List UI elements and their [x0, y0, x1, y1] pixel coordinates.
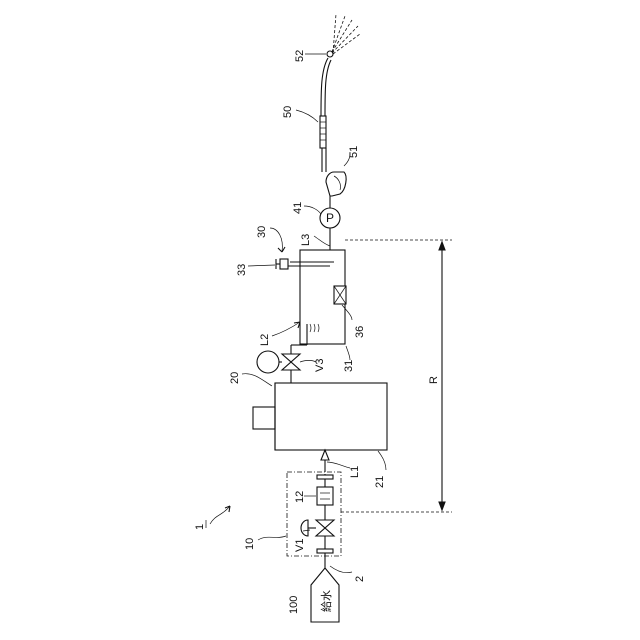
tank-21 [275, 383, 387, 450]
label-v3: V3 [314, 359, 326, 372]
upper-coupling [317, 475, 333, 479]
leader-30 [270, 228, 282, 252]
label-33: 33 [236, 264, 248, 276]
label-20: 20 [229, 372, 241, 384]
level-probe-33 [276, 259, 334, 269]
inflow-mark [310, 324, 319, 332]
label-21: 21 [374, 476, 386, 488]
leader-10 [258, 536, 286, 540]
label-52: 52 [294, 50, 306, 62]
leader-36 [342, 305, 352, 320]
leader-33 [248, 265, 275, 266]
leader-50 [296, 110, 318, 122]
leader-L1 [327, 462, 350, 468]
pump-text: P [326, 211, 334, 225]
leader-31 [346, 346, 350, 360]
flow-arrow-l1 [321, 450, 329, 460]
tank-side-box [253, 407, 275, 429]
label-v1: V1 [294, 539, 306, 552]
label-12: 12 [294, 491, 306, 503]
label-100: 100 [288, 596, 300, 614]
label-50: 50 [282, 106, 294, 118]
label-L2: L2 [259, 334, 271, 346]
water-supply-source: 給水 [311, 568, 339, 622]
pump-41: P [320, 208, 340, 228]
range-arrow-top [439, 242, 445, 250]
leader-L2 [272, 322, 300, 336]
valve-v1 [301, 520, 334, 536]
label-L3: L3 [300, 234, 312, 246]
nozzle-52 [327, 14, 360, 57]
arrow-30 [278, 247, 285, 252]
leader-20 [242, 374, 272, 386]
leader-L3 [314, 236, 330, 246]
leader-41 [304, 206, 321, 214]
lower-coupling [317, 549, 333, 553]
leader-1 [210, 506, 230, 524]
supply-text: 給水 [319, 590, 333, 612]
label-10: 10 [244, 538, 256, 550]
leader-2 [330, 566, 352, 573]
label-2: 2 [354, 576, 366, 582]
label-30: 30 [256, 226, 268, 238]
label-36: 36 [354, 326, 366, 338]
spray-gun-51 [322, 160, 346, 196]
range-arrow-bottom [439, 502, 445, 510]
spray-wand-50 [320, 58, 331, 160]
sensor-36 [334, 286, 346, 304]
valve-v3 [257, 351, 300, 373]
label-1: 1 [194, 524, 206, 530]
label-31: 31 [343, 360, 355, 372]
filter-12 [317, 487, 333, 505]
label-41: 41 [292, 202, 304, 214]
leader-21 [378, 451, 386, 470]
label-L1: L1 [349, 466, 361, 478]
label-range: R [428, 376, 440, 384]
